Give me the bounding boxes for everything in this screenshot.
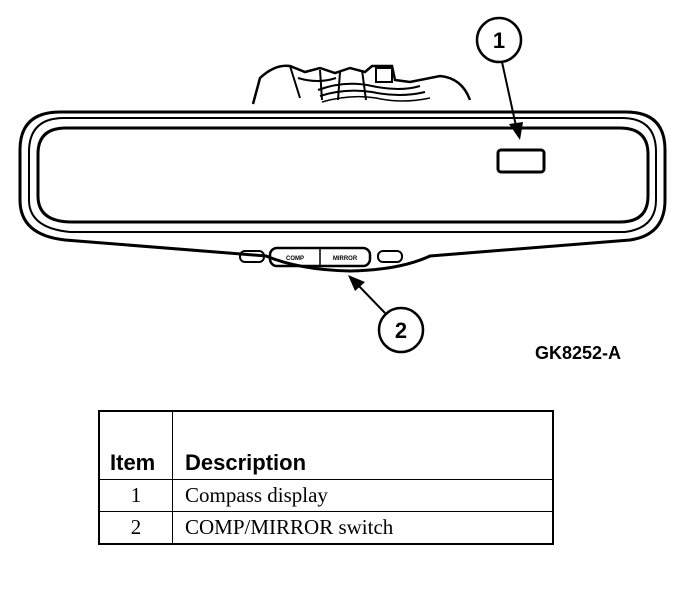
legend-row: 1 Compass display — [98, 479, 554, 512]
callout-1 — [475, 16, 523, 127]
legend-row: 2 COMP/MIRROR switch — [98, 511, 554, 545]
legend-table: Item Description 1 Compass display 2 COM… — [98, 410, 554, 545]
legend-item-number: 1 — [98, 479, 173, 512]
mirror-button-bar — [239, 246, 403, 268]
legend-header-item: Item — [98, 410, 173, 480]
legend-header-row: Item Description — [98, 410, 554, 480]
mirror-glass — [36, 126, 650, 224]
mirror-housing — [18, 110, 667, 273]
callout-1-arrowhead — [509, 122, 523, 140]
switch-label-comp: COMP — [286, 256, 304, 262]
comp-mirror-switch — [268, 246, 372, 268]
mirror-diagram: 1 2 COMP MIRROR — [18, 16, 667, 354]
legend-item-description: Compass display — [172, 479, 554, 512]
figure-code: GK8252-A — [535, 343, 622, 363]
switch-label-mirror: MIRROR — [333, 256, 358, 262]
compass-display — [496, 148, 546, 174]
callout-2-number: 2 — [395, 318, 407, 343]
legend-item-number: 2 — [98, 511, 173, 545]
callout-2 — [357, 284, 425, 354]
mirror-mount — [251, 64, 472, 105]
callout-2-arrowhead — [348, 275, 365, 291]
callout-1-number: 1 — [493, 28, 505, 53]
legend-item-description: COMP/MIRROR switch — [172, 511, 554, 545]
legend-header-description: Description — [172, 410, 554, 480]
